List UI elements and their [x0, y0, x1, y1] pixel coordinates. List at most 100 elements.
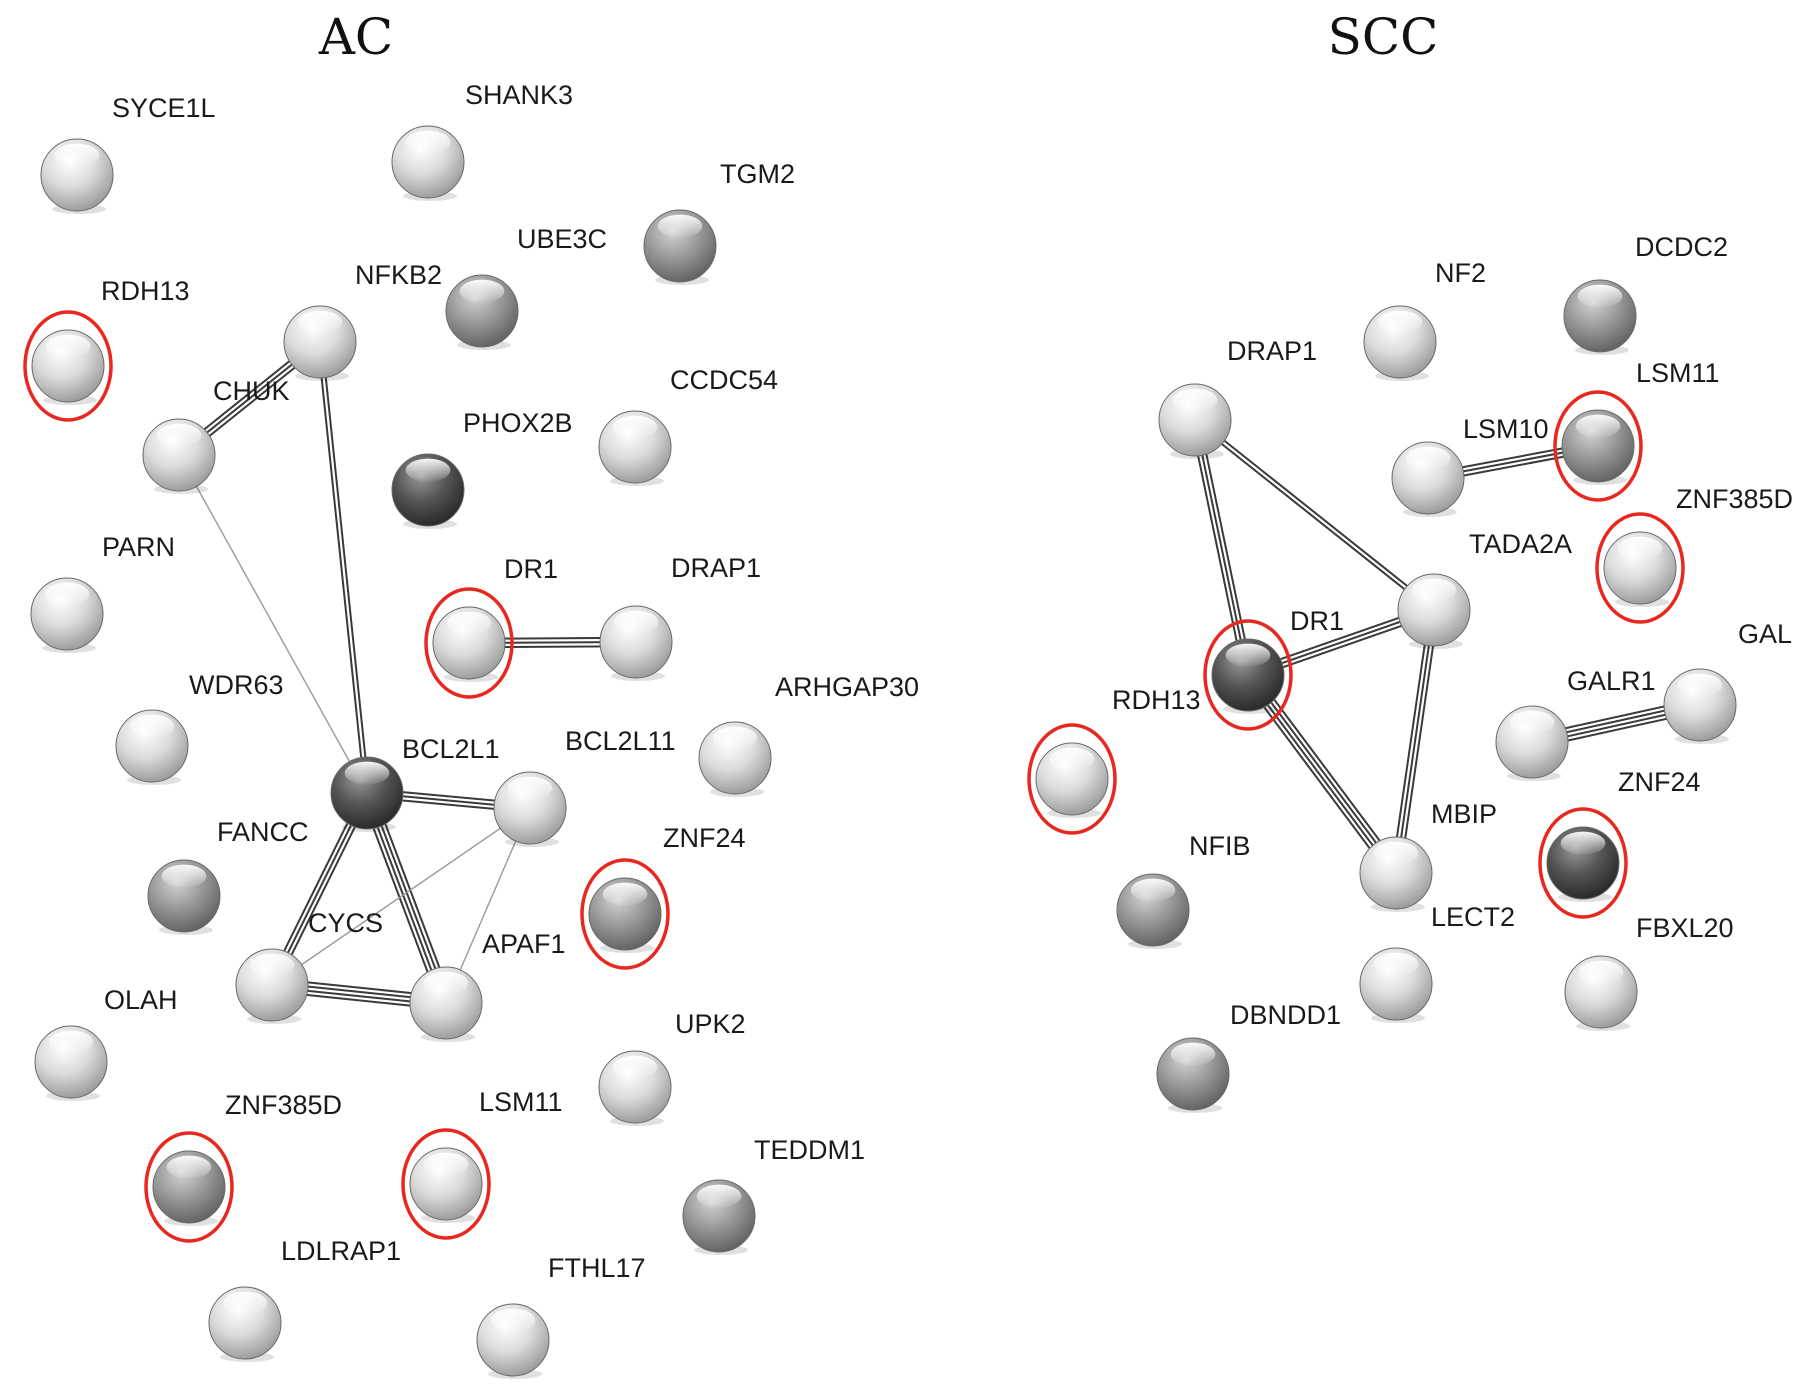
highlight-ring-scc-znf24	[1538, 807, 1628, 919]
node-scc-znf24[interactable]: ZNF24	[1538, 767, 1701, 919]
node-scc-lsm10[interactable]: LSM10	[1391, 414, 1549, 517]
node-label-ac-phox2b: PHOX2B	[463, 408, 573, 438]
node-ac-nfkb2[interactable]: NFKB2	[283, 260, 442, 381]
node-label-ac-wdr63: WDR63	[189, 670, 284, 700]
node-label-scc-dr1: DR1	[1290, 606, 1344, 636]
node-label-scc-lect2: LECT2	[1431, 902, 1515, 932]
node-ac-apaf1[interactable]: APAF1	[409, 929, 566, 1042]
node-ac-bcl2l11[interactable]: BCL2L11	[493, 726, 676, 847]
edge-scc-tada2a-mbip	[1390, 609, 1440, 874]
node-label-scc-galr1: GALR1	[1567, 666, 1656, 696]
node-scc-fbxl20[interactable]: FBXL20	[1564, 913, 1734, 1031]
node-scc-lsm11[interactable]: LSM11	[1553, 358, 1720, 502]
node-scc-dcdc2[interactable]: DCDC2	[1563, 232, 1728, 355]
highlight-ring-scc-rdh13	[1027, 723, 1117, 835]
node-ac-wdr63[interactable]: WDR63	[115, 670, 284, 785]
node-ac-olah[interactable]: OLAH	[34, 985, 178, 1101]
node-ac-cycs[interactable]: CYCS	[235, 908, 383, 1024]
node-label-ac-ccdc54: CCDC54	[670, 365, 778, 395]
node-label-ac-fancc: FANCC	[217, 817, 309, 847]
node-ac-znf24[interactable]: ZNF24	[580, 823, 746, 970]
node-ac-ccdc54[interactable]: CCDC54	[598, 365, 778, 486]
node-scc-mbip[interactable]: MBIP	[1359, 799, 1497, 912]
node-label-scc-dbndd1: DBNDD1	[1230, 1000, 1341, 1030]
edge-scc-drap1-tada2a	[1193, 417, 1436, 613]
node-ac-shank3[interactable]: SHANK3	[391, 80, 573, 201]
node-ac-lsm11[interactable]: LSM11	[401, 1087, 563, 1240]
node-label-ac-cycs: CYCS	[308, 908, 383, 938]
node-label-ac-lsm11: LSM11	[479, 1087, 563, 1117]
highlight-ring-ac-lsm11	[401, 1128, 491, 1240]
node-label-scc-nf2: NF2	[1435, 258, 1486, 288]
node-label-ac-chuk: CHUK	[213, 376, 290, 406]
node-label-ac-nfkb2: NFKB2	[355, 260, 442, 290]
node-label-scc-lsm11: LSM11	[1636, 358, 1720, 388]
node-ac-syce1l[interactable]: SYCE1L	[40, 93, 216, 214]
node-ac-phox2b[interactable]: PHOX2B	[391, 408, 573, 529]
node-ac-upk2[interactable]: UPK2	[598, 1009, 746, 1126]
node-label-scc-nfib: NFIB	[1189, 831, 1251, 861]
node-ac-fthl17[interactable]: FTHL17	[476, 1253, 646, 1379]
node-label-ac-parn: PARN	[102, 532, 175, 562]
node-ac-bcl2l1[interactable]: BCL2L1	[330, 734, 500, 832]
node-scc-znf385d[interactable]: ZNF385D	[1595, 484, 1793, 624]
node-scc-dbndd1[interactable]: DBNDD1	[1156, 1000, 1341, 1113]
node-label-ac-arhgap30: ARHGAP30	[775, 672, 919, 702]
node-ac-drap1[interactable]: DRAP1	[599, 553, 761, 681]
node-label-ac-rdh13: RDH13	[101, 276, 190, 306]
node-label-scc-dcdc2: DCDC2	[1635, 232, 1728, 262]
node-ac-fancc[interactable]: FANCC	[147, 817, 309, 935]
node-label-ac-znf385d: ZNF385D	[225, 1090, 342, 1120]
node-ac-teddm1[interactable]: TEDDM1	[682, 1135, 865, 1255]
node-ac-arhgap30[interactable]: ARHGAP30	[698, 672, 919, 797]
node-scc-drap1[interactable]: DRAP1	[1158, 336, 1317, 459]
node-scc-nf2[interactable]: NF2	[1363, 258, 1486, 381]
node-scc-lect2[interactable]: LECT2	[1359, 902, 1515, 1023]
edge-ac-cycs-bcl2l11	[271, 807, 531, 986]
node-label-ac-bcl2l11: BCL2L11	[565, 726, 676, 756]
node-label-ac-ldlrap1: LDLRAP1	[281, 1236, 401, 1266]
edge-ac-nfkb2-bcl2l1	[316, 341, 371, 794]
node-scc-tada2a[interactable]: TADA2A	[1397, 529, 1572, 649]
node-scc-nfib[interactable]: NFIB	[1116, 831, 1251, 949]
node-label-ac-syce1l: SYCE1L	[112, 93, 216, 123]
node-ac-dr1[interactable]: DR1	[424, 554, 558, 699]
node-scc-rdh13[interactable]: RDH13	[1027, 685, 1201, 835]
node-scc-dr1[interactable]: DR1	[1203, 606, 1344, 731]
node-label-scc-fbxl20: FBXL20	[1636, 913, 1734, 943]
node-ac-parn[interactable]: PARN	[30, 532, 175, 653]
node-ac-rdh13[interactable]: RDH13	[23, 276, 190, 422]
node-label-ac-upk2: UPK2	[675, 1009, 746, 1039]
node-label-ac-shank3: SHANK3	[465, 80, 573, 110]
node-label-ac-fthl17: FTHL17	[548, 1253, 646, 1283]
edge-scc-drap1-dr1	[1189, 418, 1254, 677]
edge-scc-dr1-mbip	[1242, 670, 1402, 878]
node-label-ac-teddm1: TEDDM1	[754, 1135, 865, 1165]
node-label-scc-rdh13: RDH13	[1112, 685, 1201, 715]
highlight-ring-ac-rdh13	[23, 310, 113, 422]
highlight-ring-ac-znf24	[580, 858, 670, 970]
node-label-scc-mbip: MBIP	[1431, 799, 1497, 829]
panel-title-scc: SCC	[1327, 8, 1439, 66]
node-scc-galr1[interactable]: GALR1	[1495, 666, 1656, 781]
node-label-scc-lsm10: LSM10	[1463, 414, 1549, 444]
node-label-scc-gal: GAL	[1738, 619, 1792, 649]
edge-ac-chuk-bcl2l1	[178, 454, 368, 794]
node-ac-tgm2[interactable]: TGM2	[643, 159, 795, 285]
node-scc-gal[interactable]: GAL	[1663, 619, 1792, 744]
node-label-scc-tada2a: TADA2A	[1469, 529, 1572, 559]
highlight-ring-ac-dr1	[424, 587, 514, 699]
node-ac-chuk[interactable]: CHUK	[142, 376, 290, 494]
highlight-ring-scc-dr1	[1203, 619, 1293, 731]
node-label-ac-dr1: DR1	[504, 554, 558, 584]
node-ac-znf385d[interactable]: ZNF385D	[144, 1090, 342, 1243]
node-label-ac-ube3c: UBE3C	[517, 224, 607, 254]
node-ac-ldlrap1[interactable]: LDLRAP1	[208, 1236, 401, 1362]
highlight-ring-scc-znf385d	[1595, 512, 1685, 624]
node-ac-ube3c[interactable]: UBE3C	[445, 224, 607, 350]
node-label-ac-bcl2l1: BCL2L1	[402, 734, 500, 764]
node-label-ac-tgm2: TGM2	[720, 159, 795, 189]
node-label-scc-drap1: DRAP1	[1227, 336, 1317, 366]
